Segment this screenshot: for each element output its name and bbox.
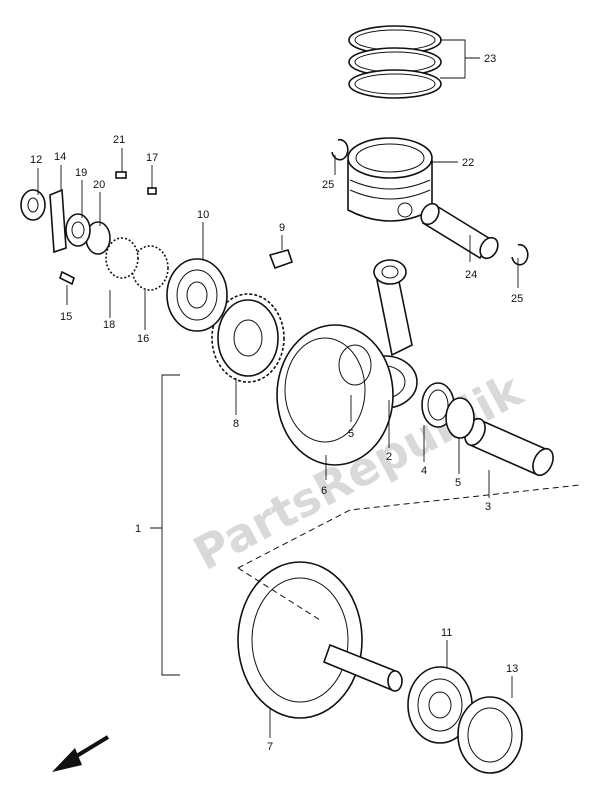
front-arrow-icon bbox=[52, 735, 110, 772]
crank-pin[interactable] bbox=[461, 416, 557, 479]
callout-10: 10 bbox=[197, 209, 209, 221]
cam-drive-gears[interactable] bbox=[65, 213, 169, 291]
callout-13: 13 bbox=[506, 663, 518, 675]
callout-labels: 12 14 19 20 21 17 10 9 15 18 16 8 5 2 4 … bbox=[30, 53, 523, 753]
callout-21: 21 bbox=[113, 134, 125, 146]
small-key[interactable] bbox=[115, 171, 127, 179]
callout-23: 23 bbox=[484, 53, 496, 65]
callout-3: 3 bbox=[485, 501, 491, 513]
leader-lines bbox=[37, 148, 519, 738]
callout-5-left: 5 bbox=[348, 428, 354, 440]
woodruff-key[interactable] bbox=[268, 249, 294, 270]
callout-8: 8 bbox=[233, 418, 239, 430]
callout-12: 12 bbox=[30, 154, 42, 166]
assembly-outline bbox=[237, 484, 581, 621]
callout-5-right: 5 bbox=[455, 477, 461, 489]
callout-2: 2 bbox=[386, 451, 392, 463]
thrust-washer[interactable] bbox=[445, 397, 475, 439]
callout-7: 7 bbox=[267, 741, 273, 753]
lock-plate[interactable] bbox=[49, 188, 67, 254]
crank-web-right[interactable] bbox=[276, 324, 394, 466]
callout-22: 22 bbox=[462, 157, 474, 169]
callout-25-lower: 25 bbox=[511, 293, 523, 305]
callout-9: 9 bbox=[279, 222, 285, 234]
primary-drive-gear[interactable] bbox=[211, 293, 285, 383]
callout-11: 11 bbox=[441, 627, 452, 639]
callout-19: 19 bbox=[75, 167, 87, 179]
piston-pin[interactable] bbox=[418, 200, 502, 261]
oil-seal[interactable] bbox=[457, 696, 523, 774]
callout-6: 6 bbox=[321, 485, 327, 497]
piston[interactable] bbox=[347, 137, 458, 222]
circlip-lower[interactable] bbox=[511, 243, 529, 266]
callout-4: 4 bbox=[421, 465, 427, 477]
end-washer[interactable] bbox=[20, 189, 46, 221]
dowel-pin[interactable] bbox=[147, 187, 157, 195]
callout-24: 24 bbox=[465, 269, 477, 281]
crankshaft-left-half[interactable] bbox=[237, 561, 403, 719]
callout-14: 14 bbox=[54, 151, 66, 163]
assembly-bracket bbox=[150, 374, 180, 676]
callout-16: 16 bbox=[137, 333, 149, 345]
circlip-upper[interactable] bbox=[331, 138, 349, 161]
callout-15: 15 bbox=[60, 311, 72, 323]
piston-rings[interactable] bbox=[348, 25, 480, 99]
callout-1: 1 bbox=[135, 523, 141, 535]
callout-20: 20 bbox=[93, 179, 105, 191]
crank-bearing-left[interactable] bbox=[166, 258, 228, 332]
bolt[interactable] bbox=[59, 270, 75, 286]
callout-25-upper: 25 bbox=[322, 179, 334, 191]
callout-17: 17 bbox=[146, 152, 158, 164]
callout-18: 18 bbox=[103, 319, 115, 331]
